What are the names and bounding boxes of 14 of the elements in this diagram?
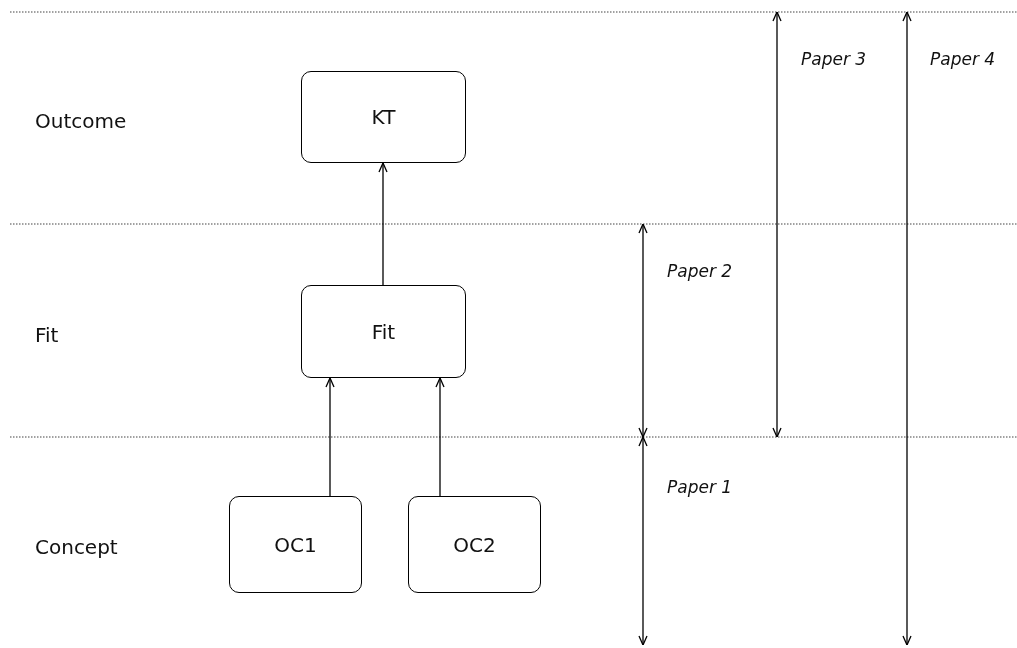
arrow <box>378 162 388 286</box>
band-label: Fit <box>35 325 59 345</box>
arrow <box>435 377 445 497</box>
outcome-box: KT <box>301 71 466 163</box>
process-box: Fit <box>301 285 466 378</box>
concept-box: OC1 <box>229 496 362 593</box>
span-label: Paper 2 <box>667 263 733 280</box>
arrow <box>325 377 335 497</box>
band-label: Concept <box>35 537 118 557</box>
span-label: Paper 4 <box>930 51 996 68</box>
span-label: Paper 1 <box>667 479 733 496</box>
span-label: Paper 3 <box>801 51 867 68</box>
band-label: Outcome <box>35 111 127 131</box>
concept-box: OC2 <box>408 496 541 593</box>
